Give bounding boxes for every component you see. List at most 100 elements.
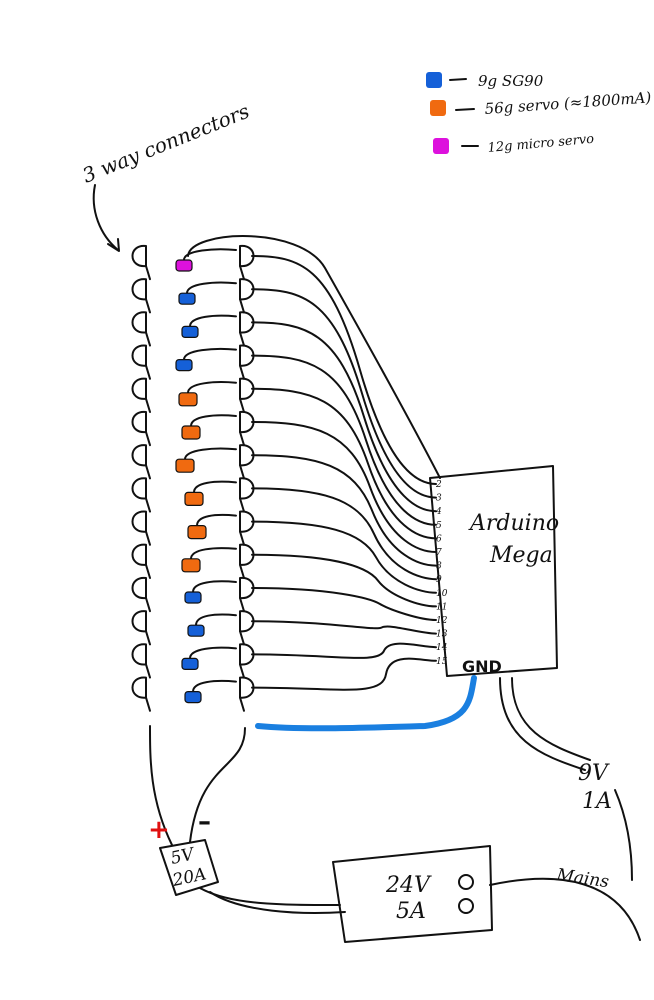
connector-right-rail [239, 597, 245, 613]
connector-left-rail [145, 298, 151, 314]
connector-left-rail [145, 397, 151, 413]
signal-wire [251, 587, 437, 621]
arduino-pin-label: 10 [436, 589, 448, 599]
servo-plug-servo56 [181, 425, 201, 440]
connector-right-rail [239, 431, 245, 447]
minus-sign: – [198, 807, 211, 837]
arduino-pin-label: 7 [436, 548, 442, 558]
legend: 9g SG90 56g servo (≈1800mA) 12g micro se… [426, 72, 652, 156]
servo-lead-wire [192, 580, 237, 593]
signal-wire [251, 454, 437, 567]
connector-right-rail [239, 696, 245, 712]
connector-left-pad [131, 311, 147, 334]
connector-right-rail [239, 497, 245, 513]
psu-24v-knob-top [458, 874, 474, 890]
arduino-pin-label: 11 [436, 602, 447, 612]
servo-lead-wire [196, 513, 237, 527]
signal-wire [251, 642, 437, 659]
servo-plug-sg90 [178, 292, 196, 305]
connector-right-rail [239, 630, 245, 646]
plus-sign: + [148, 815, 170, 845]
signal-wire [251, 657, 437, 691]
servo-lead-wire [187, 381, 237, 394]
arduino-pin-label: 2 [435, 480, 442, 490]
servo-plug-sg90 [175, 359, 193, 372]
connector-left-rail [145, 265, 151, 281]
connector-right-rail [239, 464, 245, 480]
connectors-annotation: 3 way connectors [79, 99, 253, 188]
signal-wire [251, 553, 437, 608]
adapter-cable-1 [499, 677, 586, 771]
right-bus-to-psu-wire [189, 727, 246, 843]
left-bus-to-psu-wire [149, 725, 173, 846]
psu-5v: 5V 20A + – [148, 807, 219, 896]
servo-lead-wire [183, 248, 237, 261]
connector-left-rail [145, 464, 151, 480]
psu-24v-voltage: 24V [385, 873, 432, 898]
legend-label-micro-servo: 12g micro servo [487, 132, 595, 156]
adapter-cable-2 [511, 677, 591, 761]
psu-link-wire-2 [209, 891, 346, 914]
arduino-pin-label: 6 [436, 534, 442, 544]
servo-plug-micro [175, 259, 193, 272]
connector-left-pad [131, 610, 147, 633]
servo-plug-sg90 [184, 591, 202, 604]
connector-left-pad [131, 377, 147, 400]
connector-left-rail [145, 696, 151, 712]
connector-left-pad [131, 643, 147, 666]
servo-plug-sg90 [181, 657, 199, 671]
arduino-title-line1: Arduino [468, 511, 559, 536]
legend-label-sg90: 9g SG90 [478, 72, 544, 90]
servo-lead-wire [183, 347, 237, 361]
connector-left-rail [145, 497, 151, 513]
psu-24v: 24V 5A [332, 845, 493, 943]
connector-left-pad [131, 510, 147, 533]
connector-left-rail [145, 530, 151, 546]
servo-plug-servo56 [184, 491, 204, 506]
connector-left-rail [145, 364, 151, 380]
arduino-pin-label: 13 [436, 630, 448, 640]
servo-lead-wire [189, 314, 237, 328]
connector-right-rail [239, 663, 245, 679]
annotation-arrowhead [107, 238, 120, 252]
connector-right-rail [239, 397, 245, 413]
connector-left-pad [131, 344, 147, 367]
arduino-pin-label: 14 [436, 643, 448, 653]
signal-wire [251, 321, 437, 513]
connector-left-pad [131, 244, 147, 268]
psu-24v-current: 5A [396, 899, 426, 924]
legend-swatch-micro-servo [433, 138, 449, 154]
legend-label-56g-servo: 56g servo (≈1800mA) [484, 88, 652, 118]
signal-wire [251, 520, 437, 594]
connector-left-pad [131, 543, 147, 566]
signal-wire [251, 255, 437, 485]
servo-lead-wire [190, 414, 237, 427]
connector-right-rail [239, 331, 245, 347]
connector-left-pad [131, 576, 147, 600]
servo-plug-servo56 [178, 392, 198, 407]
connector-right-rail [239, 298, 245, 314]
connector-left-rail [145, 663, 151, 679]
connector-left-pad [131, 477, 147, 500]
connector-left-pad [131, 444, 147, 467]
connector-right-rail [239, 265, 245, 281]
signal-wire [251, 387, 437, 540]
adapter-9v-voltage: 9V [578, 761, 610, 786]
arduino-pin-label: 4 [435, 507, 442, 517]
signal-wire [251, 354, 437, 526]
arduino-pin-label: 3 [436, 494, 442, 504]
arduino-pin-label: 15 [436, 657, 448, 667]
signal-wire [251, 620, 437, 635]
signal-wire [251, 288, 437, 499]
mains-wire [489, 877, 641, 941]
top-arc-wire [187, 235, 441, 479]
servo-lead-wire [195, 613, 237, 627]
servo-lead-wire [186, 281, 237, 295]
connector-left-rail [145, 431, 151, 447]
arduino-title-line2: Mega [489, 543, 553, 568]
connector-left-rail [145, 331, 151, 347]
servo-plug-servo56 [175, 458, 195, 473]
connector-left-rail [145, 563, 151, 579]
